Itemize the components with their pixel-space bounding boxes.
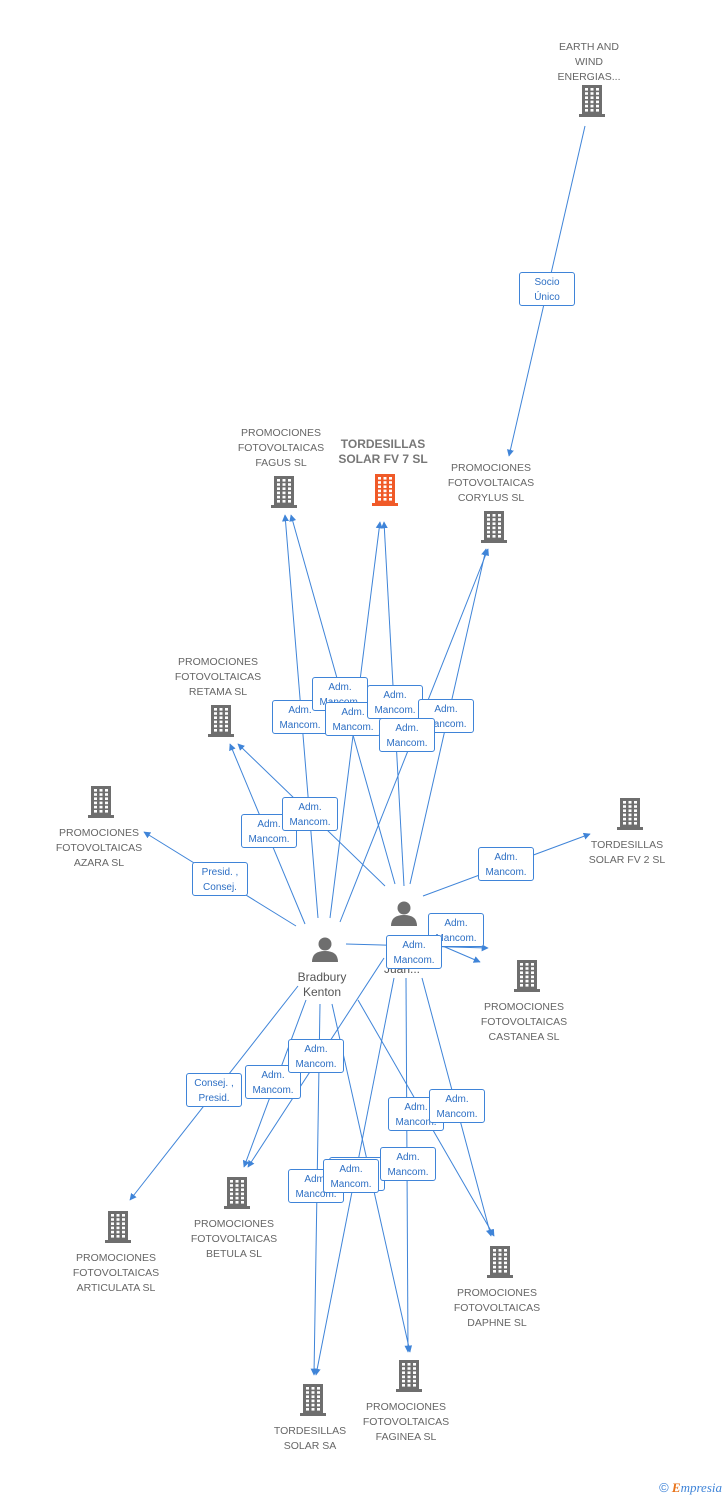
- brand-name: mpresia: [680, 1480, 722, 1495]
- building-icon-betula[interactable]: [224, 1177, 250, 1209]
- building-icon-castanea[interactable]: [514, 960, 540, 992]
- copyright-symbol: ©: [659, 1480, 669, 1495]
- brand-footer[interactable]: © Empresia: [659, 1480, 722, 1496]
- node-label-faginea[interactable]: PROMOCIONES FOTOVOLTAICAS FAGINEA SL: [362, 1401, 450, 1443]
- building-icon-corylus[interactable]: [481, 511, 507, 543]
- relation-label-juan-main[interactable]: Adm. Mancom.: [367, 685, 423, 719]
- building-icon-main[interactable]: [372, 474, 398, 506]
- relation-label-juan-faginea[interactable]: Adm. Mancom.: [323, 1159, 379, 1193]
- node-label-fv2[interactable]: TORDESILLAS SOLAR FV 2 SL: [588, 839, 666, 866]
- node-label-articulata[interactable]: PROMOCIONES FOTOVOLTAICAS ARTICULATA SL: [72, 1252, 160, 1294]
- relation-label-juan-retama[interactable]: Adm. Mancom.: [282, 797, 338, 831]
- building-icon-azara[interactable]: [88, 786, 114, 818]
- node-label-daphne[interactable]: PROMOCIONES FOTOVOLTAICAS DAPHNE SL: [453, 1287, 541, 1329]
- relation-label-bradbury-castanea[interactable]: Adm. Mancom.: [428, 913, 484, 947]
- node-label-solarsa[interactable]: TORDESILLAS SOLAR SA: [273, 1425, 347, 1452]
- relation-label-juan-betula[interactable]: Adm. Mancom.: [288, 1039, 344, 1073]
- relation-label-juan-daphne[interactable]: Adm. Mancom.: [429, 1089, 485, 1123]
- relation-label-juan-fv2[interactable]: Adm. Mancom.: [478, 847, 534, 881]
- relation-label-bradbury-azara[interactable]: Presid. , Consej.: [192, 862, 248, 896]
- node-label-earth[interactable]: EARTH AND WIND ENERGIAS...: [557, 41, 621, 83]
- building-icon-retama[interactable]: [208, 705, 234, 737]
- icons-layer: [88, 85, 643, 1416]
- person-icon-bradbury[interactable]: [312, 937, 338, 963]
- building-icon-fagus[interactable]: [271, 476, 297, 508]
- brand-initial: E: [671, 1480, 681, 1495]
- node-label-azara[interactable]: PROMOCIONES FOTOVOLTAICAS AZARA SL: [55, 827, 143, 869]
- relation-label-bradbury-faginea[interactable]: Adm. Mancom.: [380, 1147, 436, 1181]
- relation-label-juan-castanea[interactable]: Adm. Mancom.: [386, 935, 442, 969]
- node-label-bradbury[interactable]: Bradbury Kenton: [297, 970, 347, 999]
- relation-label-juan-corylus[interactable]: Adm. Mancom.: [379, 718, 435, 752]
- node-label-corylus[interactable]: PROMOCIONES FOTOVOLTAICAS CORYLUS SL: [447, 462, 535, 504]
- building-icon-fv2[interactable]: [617, 798, 643, 830]
- node-label-fagus[interactable]: PROMOCIONES FOTOVOLTAICAS FAGUS SL: [237, 427, 325, 469]
- node-label-retama[interactable]: PROMOCIONES FOTOVOLTAICAS RETAMA SL: [174, 656, 262, 698]
- building-icon-daphne[interactable]: [487, 1246, 513, 1278]
- node-label-betula[interactable]: PROMOCIONES FOTOVOLTAICAS BETULA SL: [190, 1218, 278, 1260]
- building-icon-articulata[interactable]: [105, 1211, 131, 1243]
- relation-label-earth-corylus[interactable]: Socio Único: [519, 272, 575, 306]
- relation-label-bradbury-fagus[interactable]: Adm. Mancom.: [272, 700, 328, 734]
- person-icon-juan[interactable]: [391, 901, 417, 927]
- building-icon-earth[interactable]: [579, 85, 605, 117]
- node-label-castanea[interactable]: PROMOCIONES FOTOVOLTAICAS CASTANEA SL: [480, 1001, 568, 1043]
- node-label-main[interactable]: TORDESILLAS SOLAR FV 7 SL: [338, 437, 428, 466]
- relation-label-bradbury-articulata[interactable]: Consej. , Presid.: [186, 1073, 242, 1107]
- building-icon-solarsa[interactable]: [300, 1384, 326, 1416]
- building-icon-faginea[interactable]: [396, 1360, 422, 1392]
